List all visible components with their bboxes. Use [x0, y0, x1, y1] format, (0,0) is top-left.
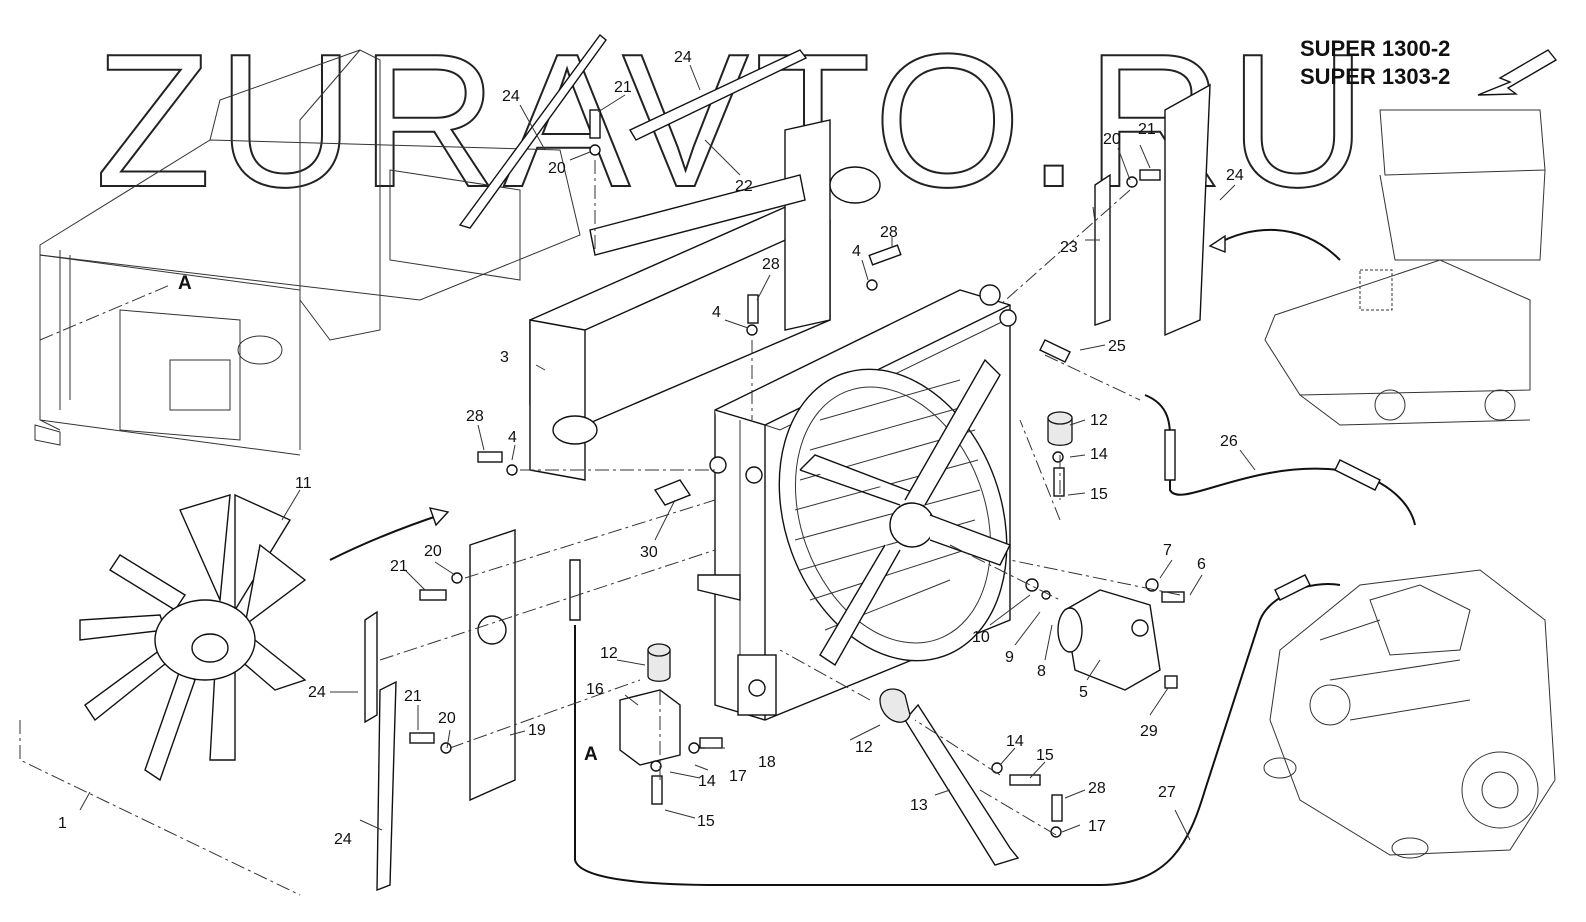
rubber-mounts	[647, 411, 1073, 723]
engine-thumbnail	[1263, 569, 1556, 859]
callout-label: 14	[698, 773, 716, 790]
mount-plates	[364, 33, 1211, 892]
callout-label: 23	[1060, 239, 1078, 256]
callout-label: 15	[1036, 747, 1054, 764]
top-tank	[529, 119, 881, 481]
callout-label: 6	[1197, 556, 1206, 573]
callout-label: 28	[880, 224, 898, 241]
callout-label: 18	[758, 754, 776, 771]
callout-label: 27	[1158, 784, 1176, 801]
callout-label: 28	[1088, 780, 1106, 797]
callout-label: 24	[674, 49, 692, 66]
callout-label: 28	[762, 256, 780, 273]
callout-label: 5	[1079, 684, 1088, 701]
callout-labels: 24 21 24 20 22 20 21 24 23 28 4 28 4 3 2…	[58, 49, 1244, 848]
view-label-a-bottom: A	[584, 744, 598, 765]
callout-label: 19	[528, 722, 546, 739]
callout-label: 21	[614, 79, 632, 96]
callout-label: 1	[58, 815, 67, 832]
model-line-1: SUPER 1300-2	[1300, 36, 1450, 61]
hardware	[409, 109, 1185, 838]
callout-label: 21	[1138, 121, 1156, 138]
view-label-a-top: A	[178, 273, 192, 294]
fan-shroud	[778, 358, 1011, 667]
machine-thumbnail	[1208, 109, 1546, 426]
callout-label: 8	[1037, 663, 1046, 680]
leader-lines	[79, 64, 1256, 841]
callout-label: 17	[729, 768, 747, 785]
callout-label: 10	[972, 629, 990, 646]
callout-label: 14	[1006, 733, 1024, 750]
callout-label: 15	[1090, 486, 1108, 503]
callout-label: 13	[910, 797, 928, 814]
callout-label: 24	[502, 88, 520, 105]
callout-label: 16	[586, 681, 604, 698]
callout-label: 12	[1090, 412, 1108, 429]
callout-label: 22	[735, 178, 753, 195]
fan-assembly	[79, 493, 450, 782]
model-line-2: SUPER 1303-2	[1300, 64, 1450, 89]
callout-label: 28	[466, 408, 484, 425]
callout-label: 12	[855, 739, 873, 756]
callout-label: 15	[697, 813, 715, 830]
callout-label: 21	[404, 688, 422, 705]
watermark-text: ZURAVTO.RU	[95, 15, 1372, 227]
brackets	[619, 574, 1020, 866]
callout-label: 20	[548, 160, 566, 177]
callout-label: 24	[334, 831, 352, 848]
callout-label: 29	[1140, 723, 1158, 740]
callout-label: 9	[1005, 649, 1014, 666]
callout-label: 11	[295, 475, 312, 492]
callout-label: 4	[852, 243, 861, 260]
callout-label: 17	[1088, 818, 1106, 835]
callout-label: 20	[424, 543, 442, 560]
callout-label: 3	[500, 349, 509, 366]
direction-arrow-icon	[1477, 49, 1558, 96]
callout-label: 25	[1108, 338, 1126, 355]
assembly-lines	[19, 160, 1181, 896]
callout-label: 4	[712, 304, 721, 321]
machine-frame	[34, 49, 581, 456]
callout-label: 21	[390, 558, 408, 575]
callout-label: 12	[600, 645, 618, 662]
callout-label: 4	[508, 429, 517, 446]
callout-label: 26	[1220, 433, 1238, 450]
callout-label: 14	[1090, 446, 1108, 463]
hydraulic-pump	[1057, 589, 1178, 691]
callout-label: 24	[308, 684, 326, 701]
callout-label: 7	[1163, 542, 1172, 559]
hoses	[569, 394, 1416, 886]
callout-label: 20	[1103, 131, 1121, 148]
callout-label: 20	[438, 710, 456, 727]
fan-direction-arrow-icon	[329, 514, 441, 561]
callout-label: 30	[640, 544, 658, 561]
callout-label: 24	[1226, 167, 1244, 184]
